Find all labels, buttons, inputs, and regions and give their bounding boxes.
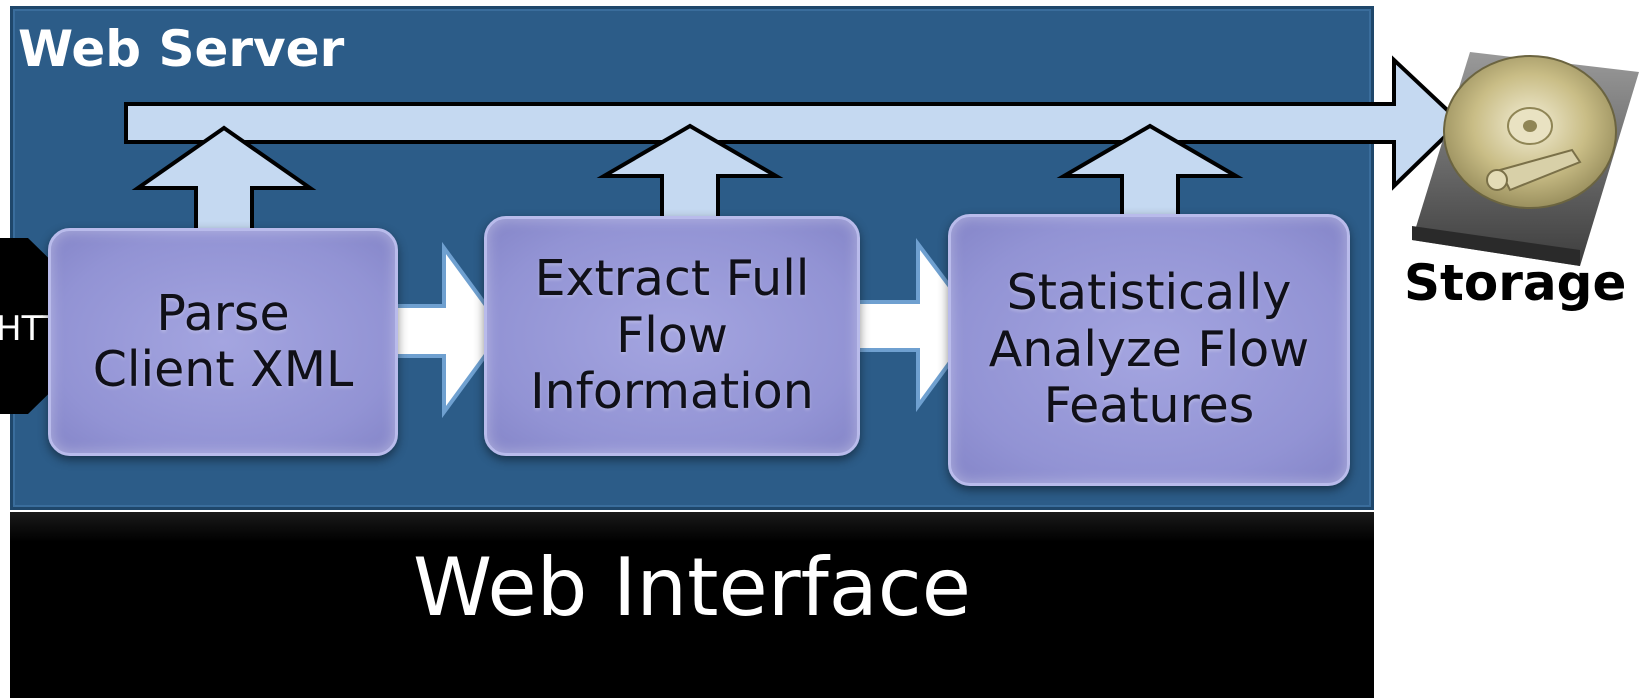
step-2-line-2: Flow	[616, 306, 728, 364]
step-1-line-1: Parse	[156, 284, 290, 342]
step-3-line-1: Statistically	[1006, 264, 1292, 322]
extract-flow-information-box: Extract Full Flow Information	[484, 216, 860, 456]
storage-label: Storage	[1404, 254, 1627, 312]
step-1-line-2: Client XML	[92, 341, 354, 398]
step-2-line-3: Information	[530, 363, 814, 421]
step-3-line-3: Features	[1043, 377, 1255, 435]
web-interface-label: Web Interface	[412, 541, 971, 634]
hard-disk-icon	[1412, 52, 1639, 266]
web-server-title: Web Server	[18, 20, 345, 78]
step-3-line-2: Analyze Flow	[988, 320, 1310, 378]
analyze-flow-features-box: Statistically Analyze Flow Features	[948, 214, 1350, 486]
step-2-line-1: Extract Full	[534, 250, 810, 308]
parse-client-xml-box: Parse Client XML	[48, 228, 398, 456]
storage-main-arrow	[124, 55, 1463, 191]
web-interface-panel	[10, 512, 1374, 698]
